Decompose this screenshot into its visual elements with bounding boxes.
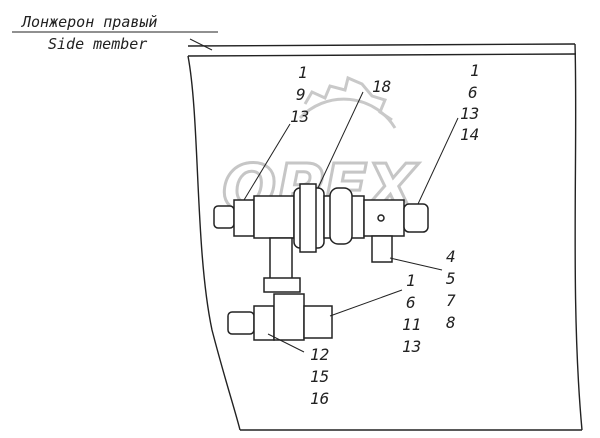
lower-left-nut <box>227 311 255 335</box>
leader-center-low <box>329 289 403 317</box>
vertical-pipe <box>269 237 293 283</box>
callout-number: 8 <box>446 313 456 332</box>
left-housing <box>253 195 295 239</box>
callout-number: 11 <box>402 315 421 334</box>
header-leader <box>189 38 213 51</box>
valve-assembly-upper <box>213 183 429 263</box>
right-fitting-nut <box>403 203 429 233</box>
header-label-en: Side member <box>48 35 147 53</box>
callout-number: 13 <box>460 104 479 123</box>
lower-left-fitting <box>253 305 275 341</box>
callout-number: 6 <box>406 293 416 312</box>
leader-bottom <box>267 333 305 353</box>
header-label-ru: Лонжерон правый <box>20 13 157 31</box>
lower-right-fitting <box>303 305 333 339</box>
callout-number: 16 <box>310 389 329 408</box>
center-ring <box>299 183 317 253</box>
callout-number: 5 <box>446 269 456 288</box>
callout-right-mid: 4 5 7 8 <box>446 247 456 332</box>
callout-number: 1 <box>470 61 480 80</box>
callout-number: 13 <box>402 337 421 356</box>
side-port-fitting <box>371 235 393 263</box>
leader-right-mid <box>389 257 443 271</box>
tee-collar <box>263 277 301 293</box>
side-member-top-edge <box>187 43 576 47</box>
callout-number: 9 <box>296 85 306 104</box>
watermark-gear-icon <box>298 75 397 129</box>
lower-tee-body <box>273 293 305 341</box>
right-fitting-port <box>377 214 385 222</box>
right-clamp <box>329 187 353 245</box>
callout-top-center: 18 <box>372 77 391 96</box>
callout-number: 14 <box>460 125 479 144</box>
left-fitting-body <box>233 199 255 237</box>
callout-number: 13 <box>290 107 309 126</box>
callout-number: 12 <box>310 345 329 364</box>
callout-number: 1 <box>406 271 416 290</box>
callout-bottom: 12 15 16 <box>310 345 329 408</box>
callout-number: 6 <box>468 83 478 102</box>
callout-center-low: 1 6 11 13 <box>402 271 421 356</box>
side-member-left-edge <box>187 55 241 431</box>
left-fitting-nut <box>213 205 235 229</box>
tee-pipe-assembly <box>227 237 333 341</box>
callout-number: 1 <box>298 63 308 82</box>
callout-top-left: 1 9 13 <box>290 63 309 126</box>
callout-number: 18 <box>372 77 391 96</box>
leader-top-left <box>243 123 291 201</box>
side-member-inner-edge <box>187 53 577 57</box>
callout-number: 7 <box>446 291 456 310</box>
callout-top-right: 1 6 13 14 <box>460 61 480 144</box>
side-member-right-edge <box>574 43 583 431</box>
leader-top-center <box>317 91 364 189</box>
callout-number: 15 <box>310 367 329 386</box>
leader-top-right <box>417 117 459 205</box>
callout-number: 4 <box>446 247 456 266</box>
